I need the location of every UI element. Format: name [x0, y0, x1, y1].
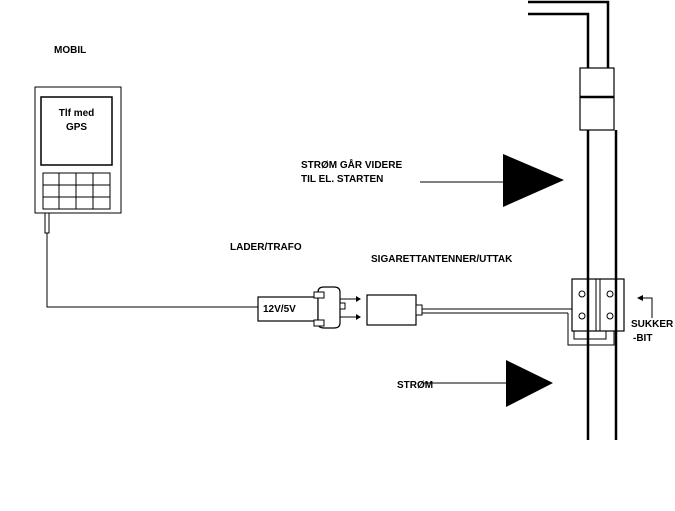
phone-plug	[44, 212, 50, 234]
label-strom-videre-1: STRØM GÅR VIDERE	[301, 158, 402, 171]
label-lader-trafo: LADER/TRAFO	[230, 242, 302, 253]
arrow-strom	[424, 360, 553, 407]
label-mobil: MOBIL	[54, 45, 86, 56]
terminal-screw	[578, 290, 586, 298]
sukker-arrow	[637, 295, 653, 318]
wire-phone-charger	[46, 233, 258, 308]
label-sigarett: SIGARETTANTENNER/UTTAK	[371, 254, 513, 265]
label-sukker-2: -BIT	[633, 333, 652, 344]
cigarette-socket	[366, 294, 423, 326]
phone-screen-text-1: Tlf med	[59, 108, 95, 119]
charger-trafo: 12V/5V	[257, 286, 361, 329]
top-wires	[528, 0, 610, 68]
label-sukker-1: SUKKER	[631, 319, 674, 330]
terminal-screw	[606, 290, 614, 298]
splice-sleeve	[579, 67, 615, 131]
main-wires	[586, 130, 618, 440]
arrow-strom-videre	[420, 154, 564, 207]
mobile-phone: Tlf med GPS	[34, 86, 122, 234]
terminal-screw	[578, 312, 586, 320]
label-strom-videre-2: TIL EL. STARTEN	[301, 174, 383, 185]
phone-screen	[40, 96, 113, 166]
label-strom: STRØM	[397, 380, 433, 391]
phone-screen-text-2: GPS	[66, 122, 87, 133]
label-voltage: 12V/5V	[263, 304, 296, 315]
terminal-screw	[606, 312, 614, 320]
phone-keypad	[42, 172, 111, 210]
terminal-block	[571, 278, 625, 332]
